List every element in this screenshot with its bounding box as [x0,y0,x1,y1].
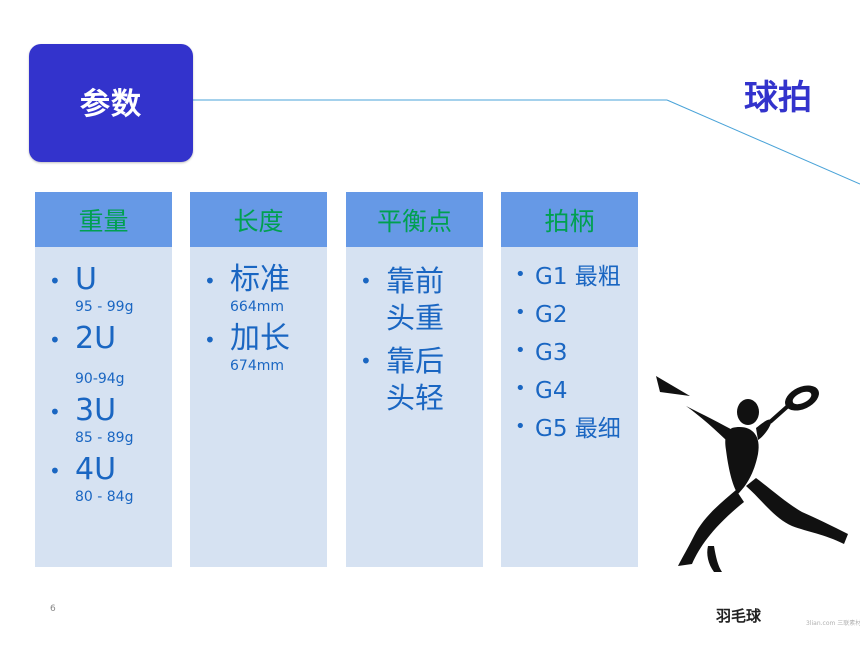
item-main: 4U [75,452,117,487]
column-heading: 拍柄 [501,192,638,247]
item-sub: 674mm [230,358,284,374]
list-item: • G3 [515,337,638,369]
bullet-icon: • [204,269,216,293]
list-item: • 标准 664mm [204,263,327,316]
item-sub: 80 - 84g [75,489,134,505]
item-sub: 95 - 99g [75,299,134,315]
item-sub: 90-94g [75,371,125,387]
item-main: U [75,262,97,297]
item-main: G5 最细 [535,416,621,442]
watermark: 3lian.com 三联素材 [806,620,860,627]
item-main: G4 [535,378,568,404]
section-title: 参数 [80,87,142,122]
column-heading: 重量 [35,192,172,247]
figure-caption: 羽毛球 [716,607,762,625]
item-main: G1 最粗 [535,264,621,290]
column-handle: 拍柄 • G1 最粗 • G2 • G3 • G4 • G5 最细 [501,192,638,567]
badminton-player-icon [656,376,848,572]
column-heading: 平衡点 [346,192,483,247]
list-item: • G4 [515,375,638,407]
column-heading: 长度 [190,192,327,247]
bullet-icon: • [360,349,372,373]
bullet-icon: • [515,302,526,323]
list-item: • G5 最细 [515,413,638,445]
item-main: 靠前头重 [386,264,445,335]
bullet-icon: • [49,269,61,293]
corner-title: 球拍 [744,78,812,118]
item-main: 2U [75,321,117,356]
page-number: 6 [50,604,56,614]
bullet-icon: • [49,459,61,483]
list-item: • 3U 85 - 89g [49,394,172,447]
list-item: • 靠后头轻 [360,343,483,417]
item-main: 标准 [230,262,290,297]
item-sub: 664mm [230,299,284,315]
list-item: • U 95 - 99g [49,263,172,316]
list-item: • 靠前头重 [360,263,483,337]
column-weight: 重量 • U 95 - 99g • 2U 90-94g • 3U 85 - 89… [35,192,172,567]
column-balance-point: 平衡点 • 靠前头重 • 靠后头轻 [346,192,483,567]
bullet-icon: • [360,269,372,293]
bullet-icon: • [49,328,61,352]
bullet-icon: • [204,328,216,352]
item-main: G2 [535,302,568,328]
section-title-box: 参数 [29,44,193,162]
list-item: • 加长 674mm [204,322,327,375]
list-item: • 2U 90-94g [49,322,172,388]
bullet-icon: • [49,400,61,424]
item-main: G3 [535,340,568,366]
column-length: 长度 • 标准 664mm • 加长 674mm [190,192,327,567]
list-item: • 4U 80 - 84g [49,453,172,506]
bullet-icon: • [515,378,526,399]
list-item: • G1 最粗 [515,261,638,293]
item-main: 加长 [230,321,290,356]
item-sub: 85 - 89g [75,430,134,446]
item-main: 3U [75,393,117,428]
bullet-icon: • [515,340,526,361]
bullet-icon: • [515,416,526,437]
bullet-icon: • [515,264,526,285]
list-item: • G2 [515,299,638,331]
item-main: 靠后头轻 [386,344,445,415]
